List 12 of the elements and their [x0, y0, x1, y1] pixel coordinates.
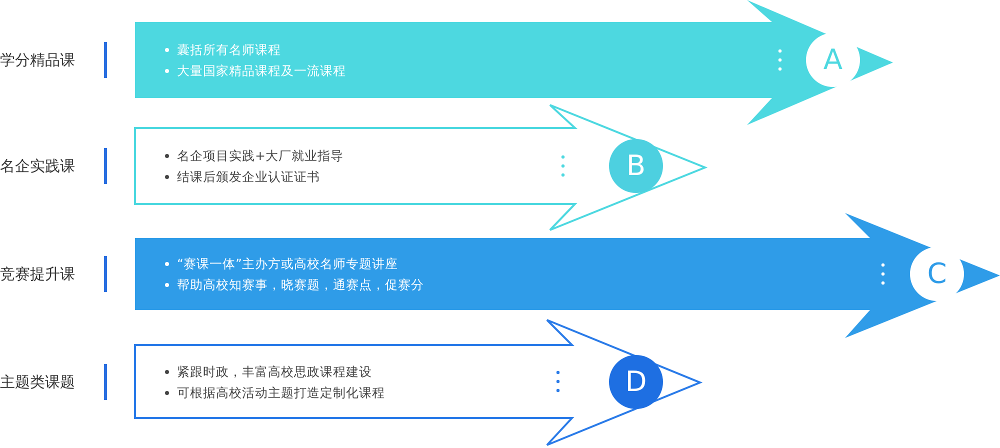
- bullet-text: 大量国家精品课程及一流课程: [177, 63, 346, 78]
- row-heading: 名企实践课: [0, 156, 76, 176]
- bullet-text: 囊括所有名师课程: [177, 42, 281, 57]
- bullet-text: 名企项目实践+大厂就业指导: [177, 148, 344, 163]
- bullet-text: 帮助高校知赛事，晓赛题，通赛点，促赛分: [177, 277, 424, 292]
- row-heading: 竞赛提升课: [0, 264, 76, 284]
- bullet-text: 结课后颁发企业认证证书: [177, 169, 320, 184]
- bullet-text: “赛课一体”主办方或高校名师专题讲座: [177, 256, 398, 271]
- bullet-text: 紧跟时政，丰富高校思政课程建设: [177, 364, 372, 378]
- row-heading: 主题类课题: [0, 372, 76, 392]
- bullet-text: 可根据高校活动主题打造定制化课程: [177, 384, 385, 400]
- row-heading: 学分精品课: [0, 50, 76, 70]
